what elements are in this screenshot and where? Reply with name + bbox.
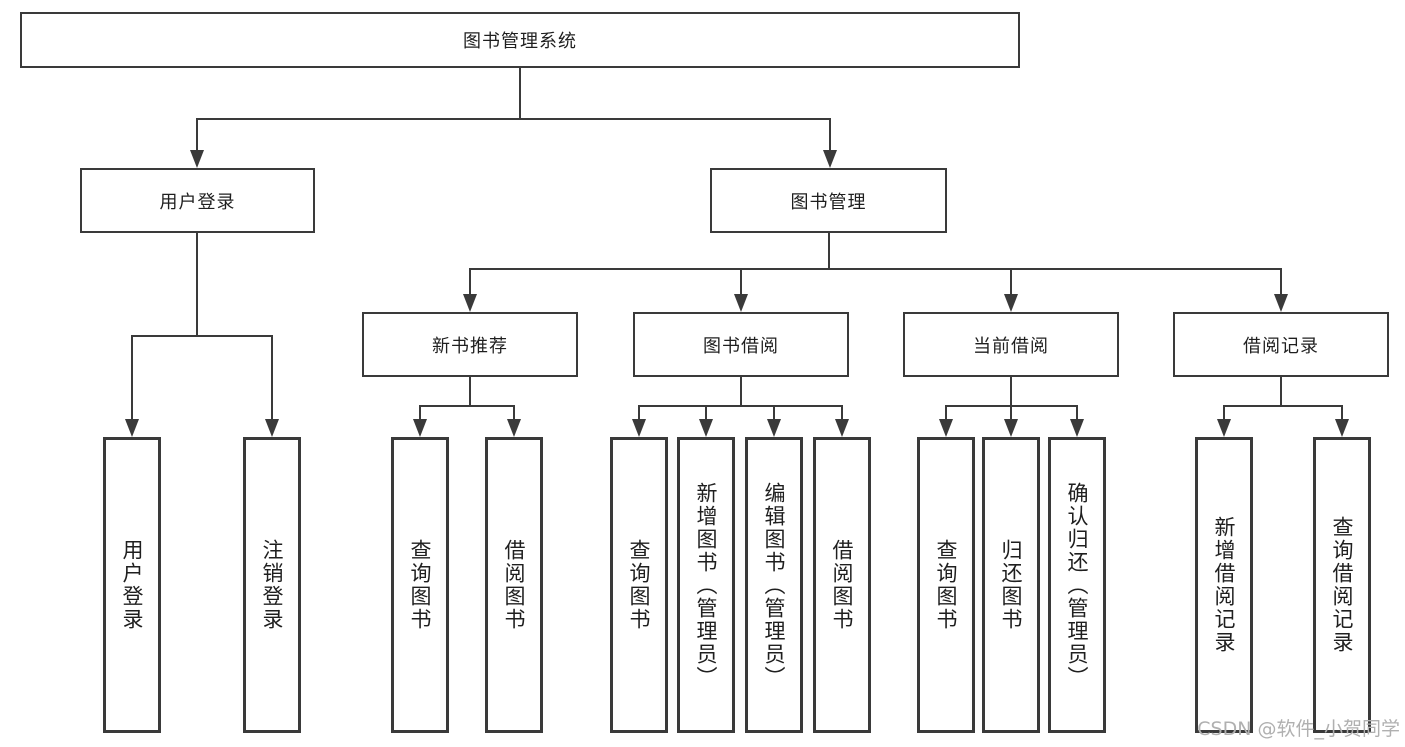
connector-line <box>740 377 742 405</box>
arrow-down-icon <box>767 419 781 437</box>
connector-line <box>1341 405 1343 419</box>
arrow-down-icon <box>190 150 204 168</box>
connector-line <box>469 268 1282 270</box>
leaf-label: 注销登录 <box>260 539 284 631</box>
arrow-down-icon <box>734 294 748 312</box>
leaf-label: 查询图书 <box>627 539 651 631</box>
connector-line <box>131 335 273 337</box>
connector-line <box>196 233 198 335</box>
arrow-down-icon <box>699 419 713 437</box>
connector-line <box>196 118 198 150</box>
arrow-down-icon <box>632 419 646 437</box>
connector-line <box>705 405 707 419</box>
connector-line <box>469 377 471 405</box>
arrow-down-icon <box>835 419 849 437</box>
connector-line <box>1010 268 1012 294</box>
arrow-down-icon <box>265 419 279 437</box>
connector-line <box>419 405 421 419</box>
leaf-return-books: 归还图书 <box>982 437 1040 733</box>
leaf-add-books-admin: 新增图书（管理员） <box>677 437 735 733</box>
leaf-label: 归还图书 <box>999 539 1023 631</box>
node-book-management: 图书管理 <box>710 168 947 233</box>
arrow-down-icon <box>507 419 521 437</box>
leaf-label: 新增借阅记录 <box>1212 516 1236 654</box>
leaf-add-borrow-record: 新增借阅记录 <box>1195 437 1253 733</box>
leaf-logout-login: 注销登录 <box>243 437 301 733</box>
connector-line <box>1223 405 1343 407</box>
connector-line <box>740 268 742 294</box>
node-user-login: 用户登录 <box>80 168 315 233</box>
leaf-label: 新增图书（管理员） <box>694 481 718 689</box>
leaf-query-books-borrow: 查询图书 <box>610 437 668 733</box>
arrow-down-icon <box>1004 294 1018 312</box>
connector-line <box>1076 405 1078 419</box>
connector-line <box>513 405 515 419</box>
leaf-borrow-books-recommend: 借阅图书 <box>485 437 543 733</box>
leaf-query-borrow-record: 查询借阅记录 <box>1313 437 1371 733</box>
arrow-down-icon <box>1004 419 1018 437</box>
connector-line <box>271 335 273 419</box>
node-library-management-system: 图书管理系统 <box>20 12 1020 68</box>
leaf-label: 查询图书 <box>408 539 432 631</box>
leaf-query-books-current: 查询图书 <box>917 437 975 733</box>
leaf-borrow-books: 借阅图书 <box>813 437 871 733</box>
node-new-book-recommend: 新书推荐 <box>362 312 578 377</box>
arrow-down-icon <box>1274 294 1288 312</box>
connector-line <box>841 405 843 419</box>
connector-line <box>1010 405 1012 419</box>
connector-line <box>1223 405 1225 419</box>
connector-line <box>131 335 133 419</box>
connector-line <box>196 118 831 120</box>
leaf-label: 编辑图书（管理员） <box>762 481 786 689</box>
connector-line <box>638 405 843 407</box>
node-book-borrow: 图书借阅 <box>633 312 849 377</box>
connector-line <box>419 405 515 407</box>
node-current-borrow: 当前借阅 <box>903 312 1119 377</box>
leaf-label: 查询图书 <box>934 539 958 631</box>
leaf-confirm-return-admin: 确认归还（管理员） <box>1048 437 1106 733</box>
connector-line <box>1280 377 1282 405</box>
leaf-query-books-recommend: 查询图书 <box>391 437 449 733</box>
leaf-label: 确认归还（管理员） <box>1065 481 1089 689</box>
leaf-user-login: 用户登录 <box>103 437 161 733</box>
connector-line <box>945 405 947 419</box>
leaf-label: 借阅图书 <box>830 539 854 631</box>
arrow-down-icon <box>939 419 953 437</box>
leaf-label: 借阅图书 <box>502 539 526 631</box>
arrow-down-icon <box>823 150 837 168</box>
arrow-down-icon <box>1217 419 1231 437</box>
arrow-down-icon <box>1335 419 1349 437</box>
leaf-label: 用户登录 <box>120 539 144 631</box>
arrow-down-icon <box>1070 419 1084 437</box>
csdn-watermark: CSDN @软件_小贺同学 <box>1197 718 1400 740</box>
connector-line <box>828 233 830 268</box>
leaf-edit-books-admin: 编辑图书（管理员） <box>745 437 803 733</box>
connector-line <box>1010 377 1012 405</box>
arrow-down-icon <box>463 294 477 312</box>
arrow-down-icon <box>413 419 427 437</box>
arrow-down-icon <box>125 419 139 437</box>
leaf-label: 查询借阅记录 <box>1330 516 1354 654</box>
connector-line <box>638 405 640 419</box>
connector-line <box>773 405 775 419</box>
connector-line <box>1280 268 1282 294</box>
node-borrow-records: 借阅记录 <box>1173 312 1389 377</box>
connector-line <box>519 68 521 118</box>
connector-line <box>469 268 471 294</box>
connector-line <box>829 118 831 150</box>
